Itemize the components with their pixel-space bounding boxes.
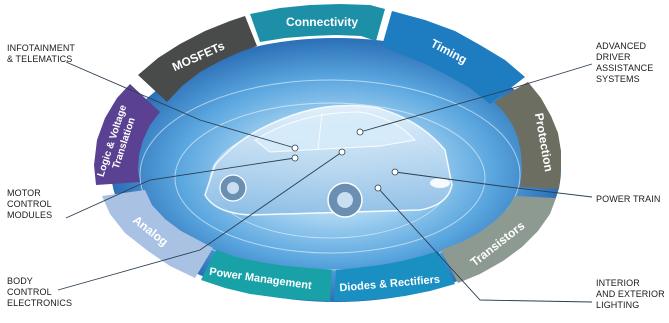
leader-dots <box>291 128 399 192</box>
segment-power-management <box>201 250 332 301</box>
segment-analog <box>102 190 213 278</box>
ring-segments <box>94 4 561 301</box>
leader-lines <box>57 61 593 303</box>
segment-mosfets <box>138 16 257 102</box>
callout-adas: ADVANCED DRIVER ASSISTANCE SYSTEMS <box>596 41 654 84</box>
callout-body-control-electronics: BODY CONTROL ELECTRONICS <box>7 276 73 308</box>
segment-logic-voltage-translation <box>94 84 160 185</box>
leader-power-train <box>394 171 593 198</box>
callout-power-train: POWER TRAIN <box>596 194 661 204</box>
segment-diodes-rectifiers <box>334 251 455 301</box>
segment-transistors <box>441 196 556 283</box>
callout-infotainment-telematics: INFOTAINMENT & TELEMATICS <box>7 43 76 64</box>
segment-protection <box>494 82 561 189</box>
leader-infotainment <box>65 61 296 149</box>
segment-timing <box>382 11 525 104</box>
segment-label-connectivity: Connectivity <box>286 15 358 29</box>
leader-adas <box>359 63 593 133</box>
leader-body-control <box>57 151 343 291</box>
callout-interior-exterior-lighting: INTERIOR AND EXTERIOR LIGHTING <box>596 278 665 310</box>
segment-connectivity <box>250 4 385 42</box>
leader-lighting <box>377 187 593 303</box>
leader-motor-control <box>65 157 296 219</box>
callout-motor-control-modules: MOTOR CONTROL MODULES <box>7 188 53 220</box>
car-illustration <box>204 104 453 218</box>
